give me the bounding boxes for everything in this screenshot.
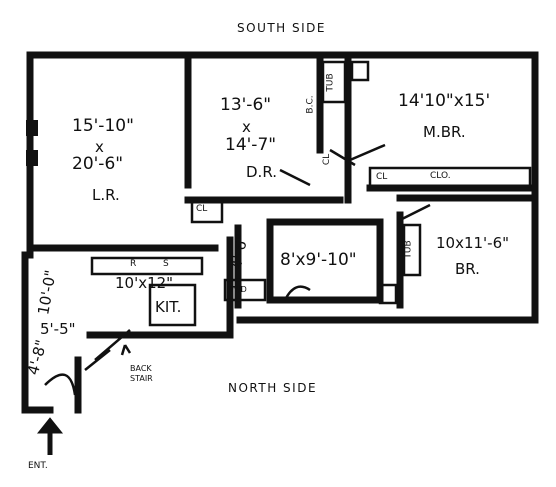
closet-mbr-long-label: CLO. [430,171,451,181]
counter-outline [90,256,204,276]
stair-arrow [120,344,132,356]
back-stair-label: BACK STAIR [130,364,153,383]
cl-mbr-box [368,166,532,188]
tub-right-label: TUB [403,240,414,259]
door-swing-mbr [349,143,386,162]
closet-dr-label: CL [322,153,333,166]
kit-name: KIT. [155,298,182,316]
small-room-dims: 8'x9'-10" [280,250,357,270]
tub-right-outline [402,223,422,277]
counter-item-sink: S [163,259,169,269]
tub-top-label: TUB [325,73,336,92]
bath-closet-label: B.C. [305,95,316,114]
toilet-right [378,283,398,305]
plan-details [44,60,532,396]
kit-island [148,283,197,327]
kit-dims: 10'x12" [115,274,174,292]
cl-hall-box [190,198,224,224]
washer-dryer-label: W/D [230,285,247,294]
lr-x: x [95,138,104,156]
dr-dim-width: 13'-6" [220,95,272,115]
door-swing-bath [329,148,356,167]
tub-top-outline [321,60,347,104]
counter-item-range: R [130,259,137,269]
lr-dim-width: 15'-10" [72,116,134,136]
closet-mbr-label: CL [376,172,388,182]
br-name: BR. [455,260,480,278]
mbr-dims: 14'10"x15' [398,91,491,111]
br-dims: 10x11'-6" [436,234,510,252]
lr-dim-length: 20'-6" [72,154,124,174]
mbr-name: M.BR. [423,123,466,141]
door-swing-lr [44,373,77,396]
lr-window-marks [26,120,38,166]
lr-name: L.R. [92,186,120,204]
compass-top: SOUTH SIDE [237,21,326,35]
compass-bottom: NORTH SIDE [228,381,318,395]
dr-x: x [242,118,251,136]
dr-name: D.R. [246,163,277,181]
entrance-label: ENT. [28,461,48,471]
stair-rail [94,329,131,361]
stair-rail-2 [84,349,111,371]
toilet-top [350,60,370,82]
closet-hall-label: CL [196,204,208,214]
foyer-dims: 5'-5" [40,320,76,338]
dr-dim-length: 14'-7" [225,135,277,155]
small-room-door [283,285,311,301]
entrance-arrow [36,417,64,455]
door-swing-br [399,203,431,222]
wd-box [223,278,267,302]
door-swing-dr [279,168,311,187]
